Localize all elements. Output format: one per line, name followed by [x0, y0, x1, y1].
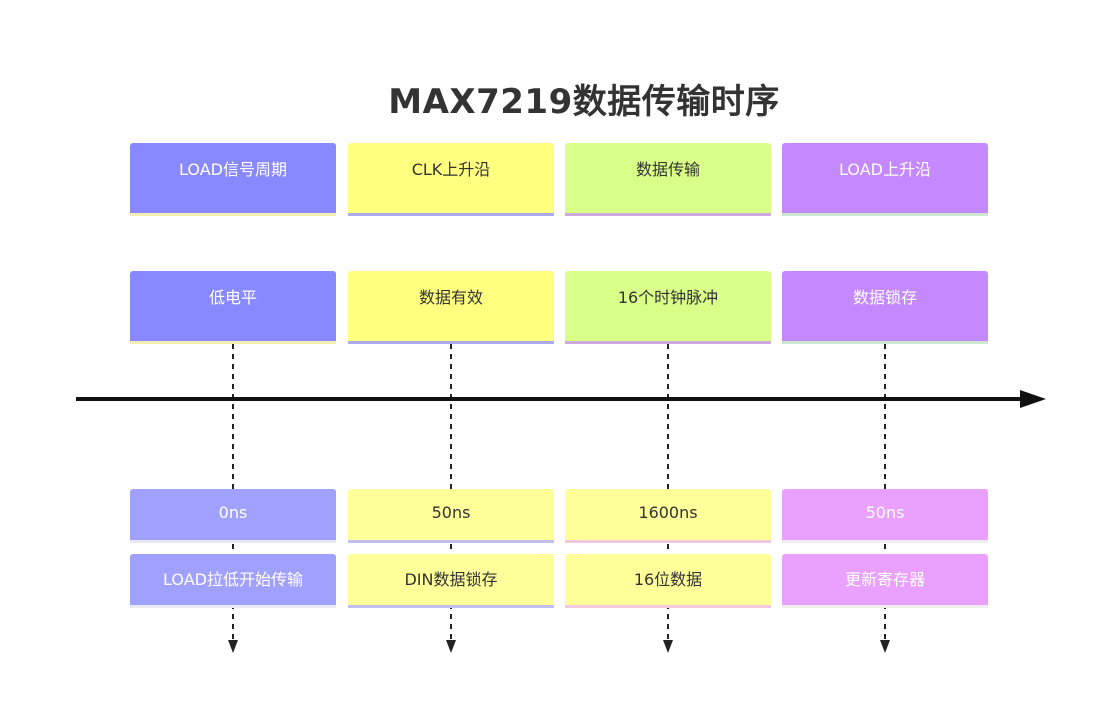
event-box-0: 低电平	[130, 271, 336, 344]
period-box-1: CLK上升沿	[348, 143, 554, 216]
diagram-title: MAX7219数据传输时序	[388, 82, 780, 122]
event-label-1: 数据有效	[418, 288, 483, 307]
time-box-3: 50ns	[782, 489, 988, 543]
time-label-0: 0ns	[218, 503, 248, 522]
event-label-0: 低电平	[208, 288, 257, 307]
time-label-3: 50ns	[865, 503, 905, 522]
period-label-3: LOAD上升沿	[839, 160, 931, 179]
time-box-1: 50ns	[348, 489, 554, 543]
event-box-2: 16个时钟脉冲	[565, 271, 771, 344]
event-label-2: 16个时钟脉冲	[617, 288, 719, 307]
period-box-2: 数据传输	[565, 143, 771, 216]
description-label-3: 更新寄存器	[844, 569, 925, 589]
description-box-0: LOAD拉低开始传输	[130, 554, 336, 608]
description-box-3: 更新寄存器	[782, 554, 988, 608]
column-3-arrow-head	[880, 640, 890, 653]
time-box-2: 1600ns	[565, 489, 771, 543]
column-1-arrow-head	[446, 640, 456, 653]
period-box-0: LOAD信号周期	[130, 143, 336, 216]
time-box-0: 0ns	[130, 489, 336, 543]
event-box-1: 数据有效	[348, 271, 554, 344]
period-label-2: 数据传输	[635, 160, 700, 179]
time-axis-arrow-head	[1020, 390, 1046, 408]
period-label-0: LOAD信号周期	[179, 160, 287, 179]
period-box-3: LOAD上升沿	[782, 143, 988, 216]
description-label-2: 16位数据	[633, 569, 703, 589]
description-box-2: 16位数据	[565, 554, 771, 608]
description-label-1: DIN数据锁存	[404, 569, 498, 589]
period-label-1: CLK上升沿	[411, 160, 491, 179]
description-label-0: LOAD拉低开始传输	[163, 569, 303, 589]
description-box-1: DIN数据锁存	[348, 554, 554, 608]
time-label-2: 1600ns	[638, 503, 698, 522]
event-label-3: 数据锁存	[852, 288, 917, 307]
time-label-1: 50ns	[431, 503, 471, 522]
event-box-3: 数据锁存	[782, 271, 988, 344]
column-2-arrow-head	[663, 640, 673, 653]
column-0-arrow-head	[228, 640, 238, 653]
